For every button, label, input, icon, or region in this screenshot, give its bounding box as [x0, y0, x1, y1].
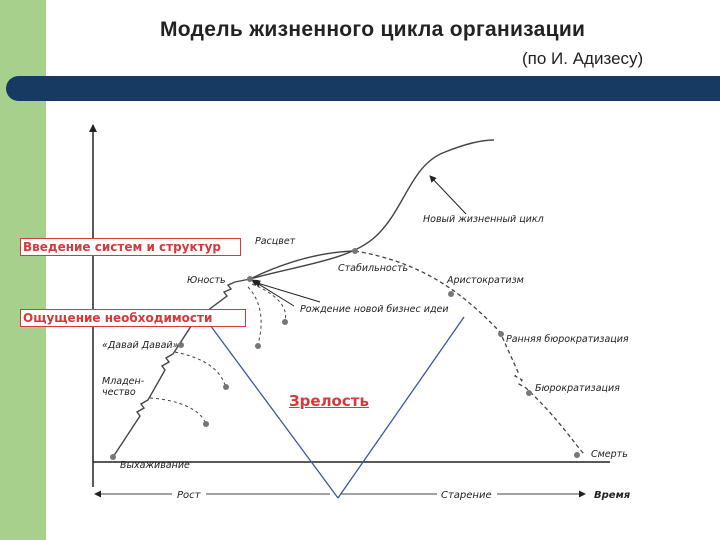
- dot-trap-3: [223, 384, 229, 390]
- decline-curve: [354, 250, 586, 456]
- intro-systems-box: Введение систем и структур: [20, 238, 241, 256]
- trap-curve-1: [251, 283, 287, 321]
- label-new-cycle: Новый жизненный цикл: [423, 214, 544, 225]
- dot-trap-1: [282, 319, 288, 325]
- label-rise: Расцвет: [255, 236, 296, 247]
- stage-dots: [110, 248, 580, 460]
- dot-stability: [352, 248, 358, 254]
- trap-curve-3: [174, 351, 226, 386]
- label-infancy-line1: Младен-: [102, 376, 145, 387]
- maturity-left-line: [209, 324, 339, 499]
- dot-early-bureaucracy: [498, 331, 504, 337]
- new-idea-arrow-1: [251, 279, 295, 307]
- dot-survival: [110, 454, 116, 460]
- page-subtitle: (по И. Адизесу): [522, 49, 644, 68]
- growth-curve: [112, 278, 251, 458]
- dot-aristocracy: [448, 291, 454, 297]
- axis-growth-label: Рост: [177, 490, 202, 501]
- new-cycle-pointer: [429, 175, 467, 215]
- label-death: Смерть: [591, 449, 628, 460]
- label-stability: Стабильность: [338, 263, 408, 274]
- trap-curve-4: [149, 397, 206, 423]
- label-survival: Выхаживание: [120, 460, 190, 471]
- label-bureaucracy: Бюрократизация: [535, 383, 620, 394]
- sense-of-need-box: Ощущение необходимости: [20, 309, 246, 327]
- dot-bureaucracy: [526, 390, 532, 396]
- page-title: Модель жизненного цикла организации: [160, 18, 586, 41]
- label-go-go: «Давай Давай»: [102, 340, 179, 351]
- dot-trap-2: [255, 343, 261, 349]
- axis-time-label: Время: [594, 490, 631, 501]
- label-early-bureaucracy: Ранняя бюрократизация: [506, 334, 629, 345]
- dot-death: [574, 452, 580, 458]
- label-aristocracy: Аристократизм: [446, 275, 524, 286]
- trap-curve-2: [247, 286, 262, 345]
- label-infancy-line2: чество: [102, 387, 136, 398]
- upper-arc: [249, 250, 356, 280]
- maturity-right-line: [337, 316, 465, 499]
- title-rule-bar: [6, 76, 720, 101]
- new-cycle-curve: [249, 139, 495, 280]
- new-idea-arrow-2: [253, 280, 321, 303]
- dot-trap-4: [203, 421, 209, 427]
- maturity-label: Зрелость: [289, 392, 369, 410]
- label-new-idea: Рождение новой бизнес идеи: [300, 304, 449, 315]
- dot-go-go: [178, 342, 184, 348]
- label-youth: Юность: [187, 275, 226, 286]
- axis-aging-label: Старение: [441, 490, 492, 501]
- dot-new-idea: [247, 276, 253, 282]
